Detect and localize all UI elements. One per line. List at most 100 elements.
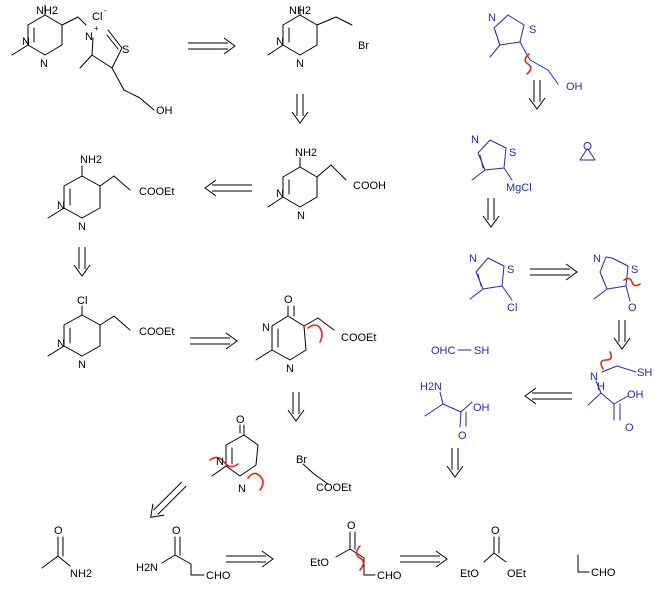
formylacetamide: O H2N CHO	[136, 525, 231, 582]
sulfur-label: S	[509, 147, 516, 159]
oxygen-label: O	[347, 520, 356, 532]
pyrimidine-acetic-ester: NH2 N N COOEt	[47, 154, 174, 233]
aldehyde-label: CHO	[206, 570, 231, 582]
oxygen-label: O	[491, 525, 500, 537]
nitrogen-label: N	[262, 322, 270, 334]
ester-oxygen-label: OEt	[507, 568, 526, 580]
nitrogen-label: N	[471, 134, 479, 146]
retro-arrow	[528, 79, 546, 110]
nitrogen-label: N	[57, 200, 65, 212]
nitrogen-label: N	[40, 58, 48, 70]
retro-arrow	[613, 319, 631, 350]
nitrogen-label: N	[57, 338, 65, 350]
retro-arrow	[150, 481, 187, 518]
retro-arrow	[225, 550, 274, 568]
nitrogen-label: N	[276, 188, 284, 200]
retro-arrow	[529, 263, 578, 281]
mercaptoacetaldehyde: OHC SH	[431, 345, 489, 357]
nitrogen-label: N	[286, 363, 294, 375]
nitrogen-label: N	[85, 31, 93, 43]
nitrogen-label: N	[488, 12, 496, 24]
acetamide: O NH2	[41, 525, 92, 580]
cysteamine-alanine: N H SH OH O	[587, 351, 652, 434]
bromomethyl-pyrimidine: NH2 N N Br	[267, 5, 369, 70]
oxygen-label: O	[236, 414, 245, 426]
sulfur-label: S	[507, 264, 514, 276]
ester-label: COOEt	[139, 326, 174, 338]
nitrogen-label: N	[238, 483, 246, 495]
bromine-label: Br	[296, 454, 307, 466]
oxygen-label: O	[625, 422, 634, 434]
chlorine-label: Cl	[507, 302, 517, 314]
amidine-fragment: O N N	[209, 414, 264, 495]
hydroxyl-label: OH	[473, 402, 490, 414]
hydroxyl-label: OH	[627, 389, 644, 401]
sulfur-label: S	[631, 264, 638, 276]
chloro-pyrimidine-ester: Cl N N COOEt	[47, 295, 174, 371]
nitrogen-label: N	[296, 58, 304, 70]
hydroxyl-label: OH	[156, 105, 173, 117]
alanine: H2N OH O	[420, 381, 490, 442]
ester-label: COOEt	[139, 186, 174, 198]
oxygen-label: O	[628, 302, 637, 314]
chloride-label: Cl	[92, 11, 102, 23]
amine-label: NH2	[295, 147, 317, 159]
oxygen-label: O	[284, 294, 293, 306]
ester-label: COOEt	[341, 332, 376, 344]
acetaldehyde: CHO	[577, 554, 616, 579]
pyrimidinone-ester: O N N COOEt	[255, 294, 376, 375]
nitrogen-label: N	[593, 253, 601, 265]
chloro-thiazole: N S Cl	[469, 253, 517, 314]
chlorine-label: Cl	[77, 295, 87, 307]
retro-arrow	[446, 447, 464, 478]
magnesium-chloride-label: MgCl	[506, 182, 532, 194]
hydroxyl-label: OH	[566, 81, 583, 93]
thiamine-molecule: NH2 N N N + Cl - S OH	[11, 4, 173, 117]
ester-oxygen-label: EtO	[460, 568, 479, 580]
nitrogen-label: N	[297, 210, 305, 222]
retro-arrow	[287, 391, 305, 422]
retro-arrow	[189, 332, 238, 350]
retro-arrow	[187, 37, 236, 55]
hydrogen-label: H	[597, 381, 605, 393]
amine-label: NH2	[70, 568, 92, 580]
ester-label: COOEt	[316, 482, 351, 494]
sulfur-label: S	[122, 44, 129, 56]
nitrogen-label: N	[469, 253, 477, 265]
thiazole-grignard: N S MgCl	[471, 134, 532, 194]
retro-arrow	[73, 246, 91, 277]
amine-label: H2N	[136, 562, 158, 574]
retro-arrow	[482, 197, 500, 228]
aldehyde-label: CHO	[591, 567, 616, 579]
oxygen-label: O	[54, 525, 63, 537]
aldehyde-label: CHO	[377, 570, 402, 582]
carboxylic-acid-label: COOH	[353, 180, 386, 192]
retro-arrow	[524, 387, 573, 405]
amine-label: NH2	[80, 154, 102, 166]
nitrogen-label: N	[78, 221, 86, 233]
amine-label: NH2	[36, 5, 58, 17]
charge-label: -	[104, 6, 107, 15]
ester-oxygen-label: EtO	[310, 557, 329, 569]
diethyl-carbonate: O EtO OEt	[460, 525, 526, 580]
charge-label: +	[94, 24, 99, 33]
nitrogen-label: N	[590, 371, 598, 383]
thiazolone: N S O	[593, 253, 641, 314]
nitrogen-label: N	[22, 36, 30, 48]
nitrogen-label: N	[276, 36, 284, 48]
thiazole-ethanol: N S OH	[488, 12, 583, 93]
ethylene-oxide	[579, 142, 596, 161]
sulfur-label: S	[529, 24, 536, 36]
nitrogen-label: N	[78, 359, 86, 371]
thiol-label: SH	[474, 345, 489, 357]
retro-arrow	[399, 550, 448, 568]
ethyl-formylacetate: O EtO CHO	[310, 520, 402, 582]
nitrogen-label: N	[216, 456, 224, 468]
retro-arrow	[291, 93, 309, 124]
aldehyde-label: OHC	[431, 345, 456, 357]
amine-label: H2N	[420, 381, 442, 393]
pyrimidine-acetic-acid: NH2 N N COOH	[267, 147, 386, 222]
oxygen-label: O	[458, 430, 467, 442]
amine-label: NH2	[289, 5, 311, 17]
